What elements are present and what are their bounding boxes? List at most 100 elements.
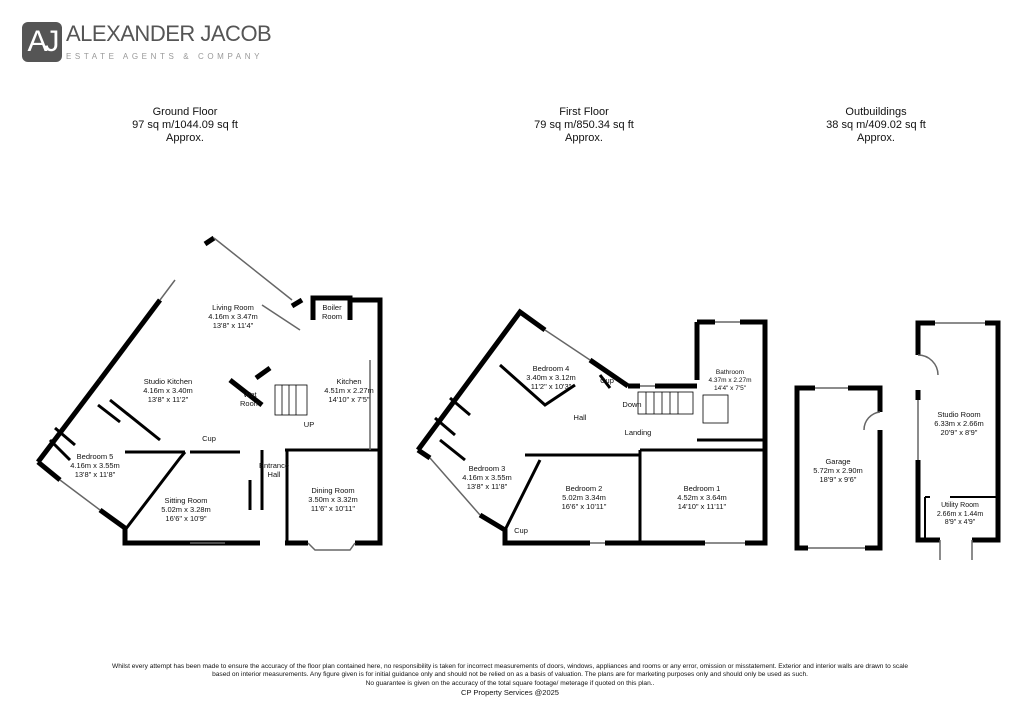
room-size-imperial: 13'8" x 11'8"	[74, 470, 116, 479]
room-size-metric: 4.16m x 3.40m	[143, 386, 193, 395]
room-name: Utility Room	[941, 502, 979, 509]
room-size-imperial: 14'10" x 11'11"	[677, 502, 727, 511]
floor-area: 97 sq m/1044.09 sq ft	[132, 119, 238, 131]
room-name: Garage	[825, 457, 851, 466]
copyright: CP Property Services @2025	[461, 688, 559, 698]
room-name: Bedroom 3	[468, 464, 506, 473]
studio-windows	[917, 322, 985, 560]
disclaimer-footer: Whilst every attempt has been made to en…	[0, 663, 1020, 697]
floor-approx: Approx.	[166, 132, 204, 144]
first-floor-walls	[415, 308, 768, 546]
room-size-metric: 4.37m x 2.27m	[708, 377, 752, 384]
first-floor-windows	[429, 321, 745, 544]
room-size-metric: 4.52m x 3.64m	[677, 493, 727, 502]
floor-approx: Approx.	[857, 132, 895, 144]
room-name: Bedroom 5	[76, 452, 114, 461]
floor-approx: Approx.	[565, 132, 603, 144]
room-size-metric: 4.16m x 3.47m	[208, 312, 258, 321]
room-label-cup: Cup	[202, 434, 216, 443]
logo-mark: AJ	[22, 22, 62, 62]
room-size-imperial: 8'9" x 4'9"	[944, 519, 976, 526]
room-size-imperial: 14'10" x 7'5"	[328, 395, 370, 404]
ground-floor-windows	[59, 237, 371, 551]
room-name: Bathroom	[715, 369, 745, 376]
room-name: Studio Kitchen	[143, 377, 193, 386]
stairs-up-label: UP	[303, 420, 315, 429]
brand-tagline: ESTATE AGENTS & COMPANY	[66, 52, 264, 61]
room-name: Bedroom 2	[565, 484, 603, 493]
room-name: Living Room	[212, 303, 254, 312]
room-size-metric: 3.50m x 3.32m	[308, 495, 358, 504]
room-name: Bedroom 4	[532, 364, 570, 373]
room-size-metric: 2.66m x 1.44m	[936, 510, 984, 518]
garage-walls	[794, 385, 883, 551]
ground-floor-inner-walls	[48, 398, 380, 543]
room-size-metric: 5.02m x 3.28m	[161, 505, 211, 514]
room-size-metric: 5.72m x 2.90m	[813, 466, 863, 475]
floor-title: First Floor	[559, 106, 609, 118]
room-size-imperial: 20'9" x 8'9"	[940, 428, 978, 437]
room-size-imperial: 16'6" x 10'11"	[561, 502, 607, 511]
first-floor-heading: First Floor 79 sq m/850.34 sq ft Approx.	[484, 106, 684, 145]
studio-inner	[924, 496, 998, 540]
room-label-wet-room: Wet Room	[239, 390, 260, 408]
room-name: Kitchen	[336, 377, 362, 386]
room-label-boiler-room: Boiler Room	[321, 303, 342, 321]
room-size-metric: 3.40m x 3.12m	[526, 373, 576, 382]
room-label-cup: Cup	[600, 376, 614, 385]
room-size-imperial: 16'6" x 10'9"	[165, 514, 207, 523]
room-size-imperial: 13'8" x 11'2"	[147, 395, 189, 404]
room-size-imperial: 14'4" x 7'5"	[713, 385, 747, 392]
room-label-hall: Hall	[573, 413, 587, 422]
room-name: Dining Room	[311, 486, 355, 495]
disclaimer-line: based on interior measurements. Any figu…	[212, 671, 808, 679]
disclaimer-line: No guarantee is given on the accuracy of…	[365, 679, 655, 687]
stairs-ground	[274, 384, 308, 416]
room-name: Sitting Room	[164, 496, 208, 505]
floor-title: Outbuildings	[845, 106, 907, 118]
room-label-entrance-hall: Entrance Hall	[258, 461, 290, 479]
room-size-metric: 4.51m x 2.27m	[324, 386, 374, 395]
studio-walls	[915, 320, 1001, 543]
room-size-imperial: 13'8" x 11'8"	[466, 482, 508, 491]
brand-logo: AJ ALEXANDER JACOB ESTATE AGENTS & COMPA…	[22, 22, 272, 66]
first-floor-inner-walls	[434, 363, 765, 543]
room-label-landing: Landing	[624, 428, 652, 437]
stairs-down-label: Down	[622, 400, 642, 409]
room-size-metric: 4.16m x 3.55m	[70, 461, 120, 470]
room-size-metric: 5.02m 3.34m	[562, 493, 606, 502]
outbuildings-heading: Outbuildings 38 sq m/409.02 sq ft Approx…	[776, 106, 976, 145]
room-size-metric: 6.33m x 2.66m	[934, 419, 984, 428]
room-size-imperial: 13'8" x 11'4"	[212, 321, 254, 330]
room-size-imperial: 11'2" x 10'3"	[530, 382, 572, 391]
room-size-metric: 4.16m x 3.55m	[462, 473, 512, 482]
room-name: Studio Room	[937, 410, 981, 419]
disclaimer-line: Whilst every attempt has been made to en…	[111, 663, 909, 670]
room-size-imperial: 18'9" x 9'6"	[819, 475, 857, 484]
room-name: Bedroom 1	[683, 484, 721, 493]
stairs-first	[637, 391, 729, 424]
floor-title: Ground Floor	[152, 106, 218, 118]
floor-area: 79 sq m/850.34 sq ft	[534, 119, 634, 131]
floor-area: 38 sq m/409.02 sq ft	[826, 119, 926, 131]
room-label-cup: Cup	[514, 526, 528, 535]
ground-floor-heading: Ground Floor 97 sq m/1044.09 sq ft Appro…	[85, 106, 285, 145]
room-size-imperial: 11'6" x 10'11"	[310, 504, 356, 513]
brand-name: ALEXANDER JACOB	[66, 21, 272, 46]
garage-windows	[808, 387, 881, 549]
